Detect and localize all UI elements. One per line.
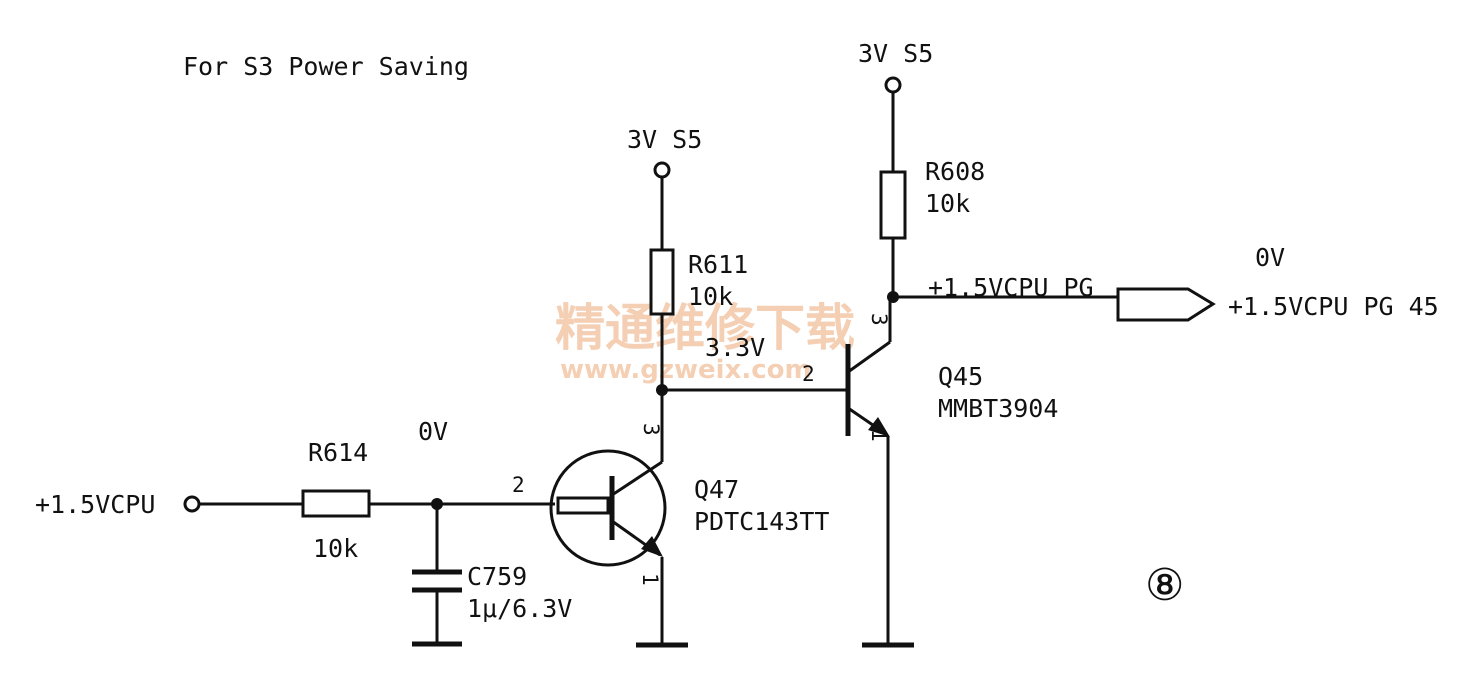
watermark-url: www.gzweix.com <box>560 355 812 385</box>
q45-collector-lead <box>847 340 891 374</box>
q47-pin-emitter: 1 <box>638 573 662 586</box>
watermark-cn: 精通维修下载 <box>555 299 855 357</box>
net-label-pg: +1.5VCPU PG <box>928 273 1094 302</box>
q45-ref: Q45 <box>938 362 983 391</box>
supply-right-label: 3V S5 <box>858 39 933 68</box>
q45-pin-emitter: 1 <box>867 429 891 442</box>
supply-left-label: 3V S5 <box>627 125 702 154</box>
transistor-q47-body <box>549 449 667 567</box>
q45-part: MMBT3904 <box>938 394 1058 423</box>
supply-right-terminal <box>884 76 902 94</box>
q47-internal-resistor <box>556 496 610 515</box>
supply-left-terminal <box>653 161 671 179</box>
q45-pin-base: 2 <box>802 362 815 386</box>
voltage-node-pg: 0V <box>1255 243 1285 272</box>
offpage-connector-pg <box>1116 287 1216 322</box>
c759-ref: C759 <box>467 562 527 591</box>
c759-value: 1μ/6.3V <box>467 594 572 623</box>
q47-ref: Q47 <box>694 475 739 504</box>
q45-emitter-arrow-icon <box>868 417 890 437</box>
q47-pin-collector: 3 <box>639 423 663 436</box>
q47-collector-lead <box>611 460 663 497</box>
r614-value: 10k <box>313 534 358 563</box>
q45-pin-collector: 3 <box>867 313 891 326</box>
resistor-r608 <box>879 170 907 240</box>
q47-pin-base: 2 <box>512 473 525 497</box>
voltage-node-r614: 0V <box>418 417 448 446</box>
net-label-pg-out: +1.5VCPU PG 45 <box>1228 292 1439 321</box>
r614-ref: R614 <box>308 438 368 467</box>
q47-part: PDTC143TT <box>694 507 829 536</box>
net-label-input: +1.5VCPU <box>35 490 155 519</box>
diagram-title: For S3 Power Saving <box>183 52 469 81</box>
voltage-node-q47-collector: 3.3V <box>705 333 765 362</box>
r608-value: 10k <box>925 189 970 218</box>
r611-ref: R611 <box>688 250 748 279</box>
resistor-r614 <box>301 489 371 518</box>
figure-number: ⑧ <box>1145 560 1184 611</box>
r608-ref: R608 <box>925 157 985 186</box>
input-terminal <box>183 495 201 513</box>
q47-emitter-arrow-icon <box>641 536 663 557</box>
r611-value: 10k <box>688 282 733 311</box>
